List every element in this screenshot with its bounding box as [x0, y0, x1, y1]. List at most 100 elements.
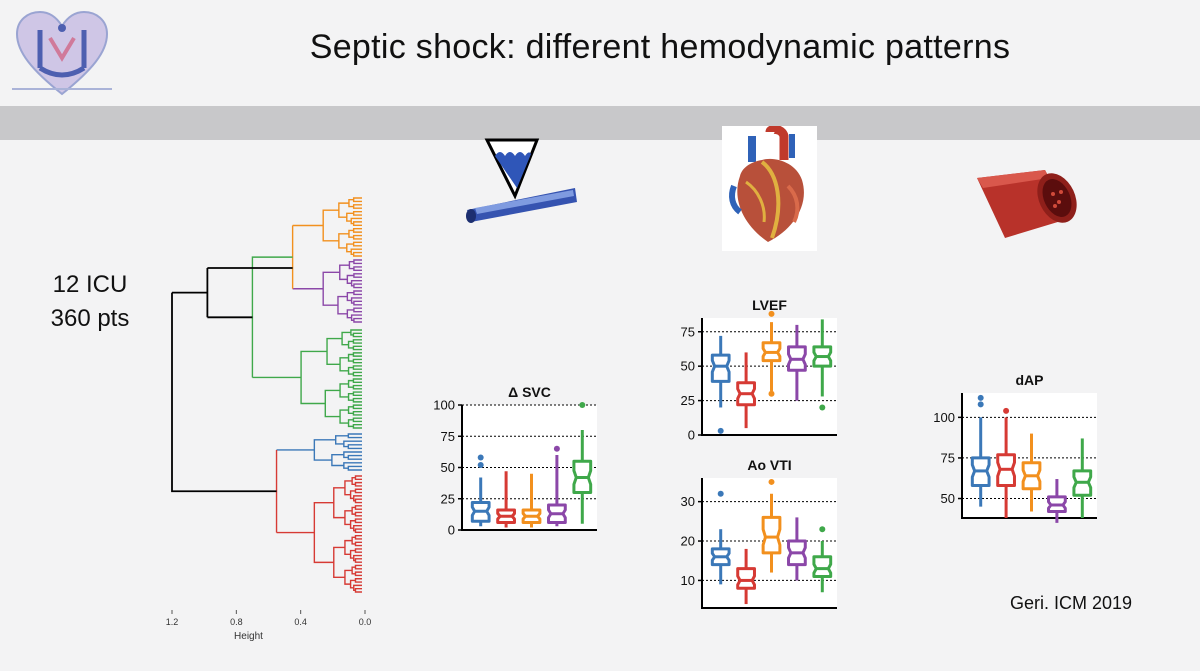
dendro-branch — [352, 371, 362, 377]
dendro-branch — [352, 358, 362, 364]
dendro-branch — [347, 366, 354, 375]
box-body — [736, 567, 756, 590]
chart-title: Ao VTI — [747, 457, 791, 473]
dendro-branch — [333, 546, 345, 578]
dendro-branch — [322, 271, 340, 306]
dendro-tick-label: 0.8 — [230, 617, 243, 627]
dendro-branch — [347, 393, 354, 401]
dendro-branch — [313, 502, 334, 564]
tick-label: 50 — [441, 460, 455, 475]
dendro-branch — [251, 256, 293, 378]
dendro-branch — [348, 199, 354, 208]
dendro-branch — [348, 229, 354, 238]
outlier-point — [477, 462, 484, 468]
tick-label: 0 — [448, 523, 455, 538]
box-series — [787, 517, 807, 581]
dendro-branch — [337, 295, 348, 315]
dendro-branch — [353, 495, 362, 502]
dendro-branch — [322, 209, 339, 242]
dendro-branch — [353, 525, 362, 532]
dendro-branch — [352, 234, 362, 240]
box-series — [812, 526, 833, 593]
box-series — [547, 445, 567, 527]
dendro-branch — [354, 564, 362, 570]
outlier-point — [819, 526, 826, 533]
dendro-branch — [350, 279, 362, 287]
box-series — [470, 454, 491, 527]
outlier-point — [977, 394, 984, 401]
dendro-branch — [354, 475, 362, 481]
tick-label: 20 — [681, 534, 695, 549]
dendro-branch — [354, 558, 362, 563]
dendro-branch — [350, 217, 362, 225]
dendro-branch — [339, 357, 349, 372]
outlier-point — [819, 404, 826, 411]
dendro-branch — [349, 579, 356, 589]
box-series — [1021, 433, 1042, 512]
dendro-branch — [171, 292, 277, 493]
dendro-branch — [313, 439, 336, 461]
dendro-axis-label: Height — [234, 631, 263, 642]
dendro-branch — [354, 541, 362, 547]
outlier-point — [717, 427, 724, 434]
dendro-branch — [352, 339, 362, 344]
dendro-branch — [347, 379, 354, 388]
dendro-branch — [324, 389, 341, 418]
cohort-info: 12 ICU 360 pts — [20, 268, 160, 336]
dendro-branch — [354, 481, 362, 487]
dendro-branch — [354, 578, 362, 583]
box-series — [572, 402, 593, 524]
dendro-branch — [352, 410, 362, 416]
dendro-branch — [352, 345, 362, 351]
dendro-branch — [352, 404, 362, 410]
axis-line — [701, 478, 837, 609]
dendro-branch — [349, 490, 356, 500]
dendro-branch — [352, 332, 362, 338]
dendro-branch — [349, 549, 356, 559]
dendro-branch — [352, 228, 362, 233]
logo-underline — [12, 88, 112, 90]
dendro-branch — [354, 587, 362, 593]
dendro-tick-label: 0.4 — [294, 617, 307, 627]
box-series — [761, 310, 782, 397]
cohort-icu-count: 12 ICU — [52, 271, 128, 298]
dendro-branch — [352, 197, 362, 203]
tick-label: 75 — [941, 450, 955, 465]
box-series — [1072, 438, 1093, 518]
outlier-point — [553, 445, 560, 452]
box-series — [736, 352, 756, 429]
dendro-branch — [339, 409, 349, 424]
dendro-branch — [352, 378, 362, 383]
dendro-branch — [354, 498, 362, 504]
tick-label: 100 — [433, 398, 455, 413]
dendro-branch — [352, 204, 362, 209]
plot-area — [962, 393, 1097, 518]
box-series — [761, 478, 782, 573]
box-series — [736, 548, 756, 605]
dendro-branch — [353, 300, 362, 306]
box-series — [812, 319, 833, 411]
dendro-branch — [346, 292, 354, 302]
dendro-branch — [353, 554, 362, 562]
box-series — [710, 490, 731, 585]
dendro-branch — [347, 454, 362, 460]
dendro-branch — [352, 424, 362, 429]
dendro-branch — [352, 251, 362, 257]
dendro-branch — [354, 571, 362, 577]
tick-label: 50 — [941, 491, 955, 506]
dendro-branch — [350, 314, 362, 321]
dendro-branch — [350, 248, 362, 255]
dendro-branch — [346, 243, 354, 253]
dendro-branch — [354, 548, 362, 553]
dendro-branch — [346, 309, 354, 319]
dendro-branch — [352, 241, 362, 247]
dendro-branch — [347, 433, 362, 439]
dendro-branch — [349, 520, 356, 529]
dendro-branch — [343, 440, 362, 448]
slide-title: Septic shock: different hemodynamic patt… — [309, 28, 1011, 66]
tick-label: 0 — [688, 428, 695, 443]
